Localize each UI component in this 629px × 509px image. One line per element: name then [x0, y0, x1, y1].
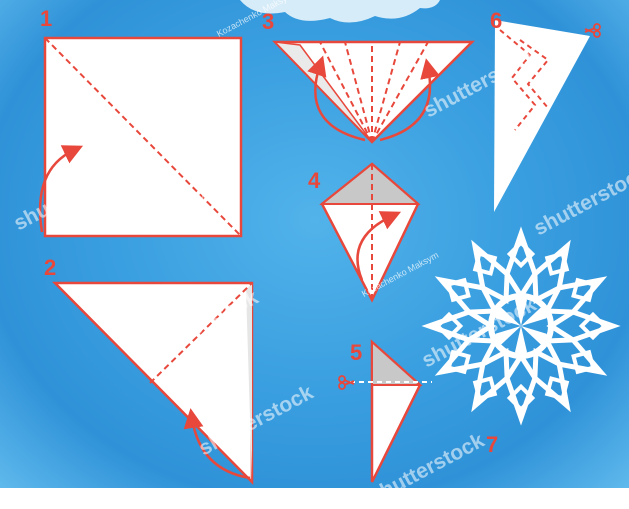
step-number-6: 6	[490, 8, 502, 34]
scissors-icon	[585, 24, 600, 37]
scissors-icon	[339, 376, 354, 389]
step4-kite	[322, 164, 418, 300]
snowflake-arm	[507, 234, 535, 296]
step-number-5: 5	[350, 340, 362, 366]
snowflake-arm	[507, 356, 535, 418]
step6-cut-pattern	[494, 20, 600, 212]
step-number-2: 2	[44, 255, 56, 281]
snowflake-icon	[429, 234, 613, 418]
snowflake-arm	[551, 312, 613, 340]
diagram-drawing	[0, 0, 629, 488]
step-number-7: 7	[486, 432, 498, 458]
instruction-diagram: 1 2 3 4 5 6 7 shutterstock shutterstock …	[0, 0, 629, 488]
step-number-4: 4	[308, 168, 320, 194]
snowflake-spoke	[515, 326, 527, 358]
step-number-1: 1	[40, 6, 52, 32]
